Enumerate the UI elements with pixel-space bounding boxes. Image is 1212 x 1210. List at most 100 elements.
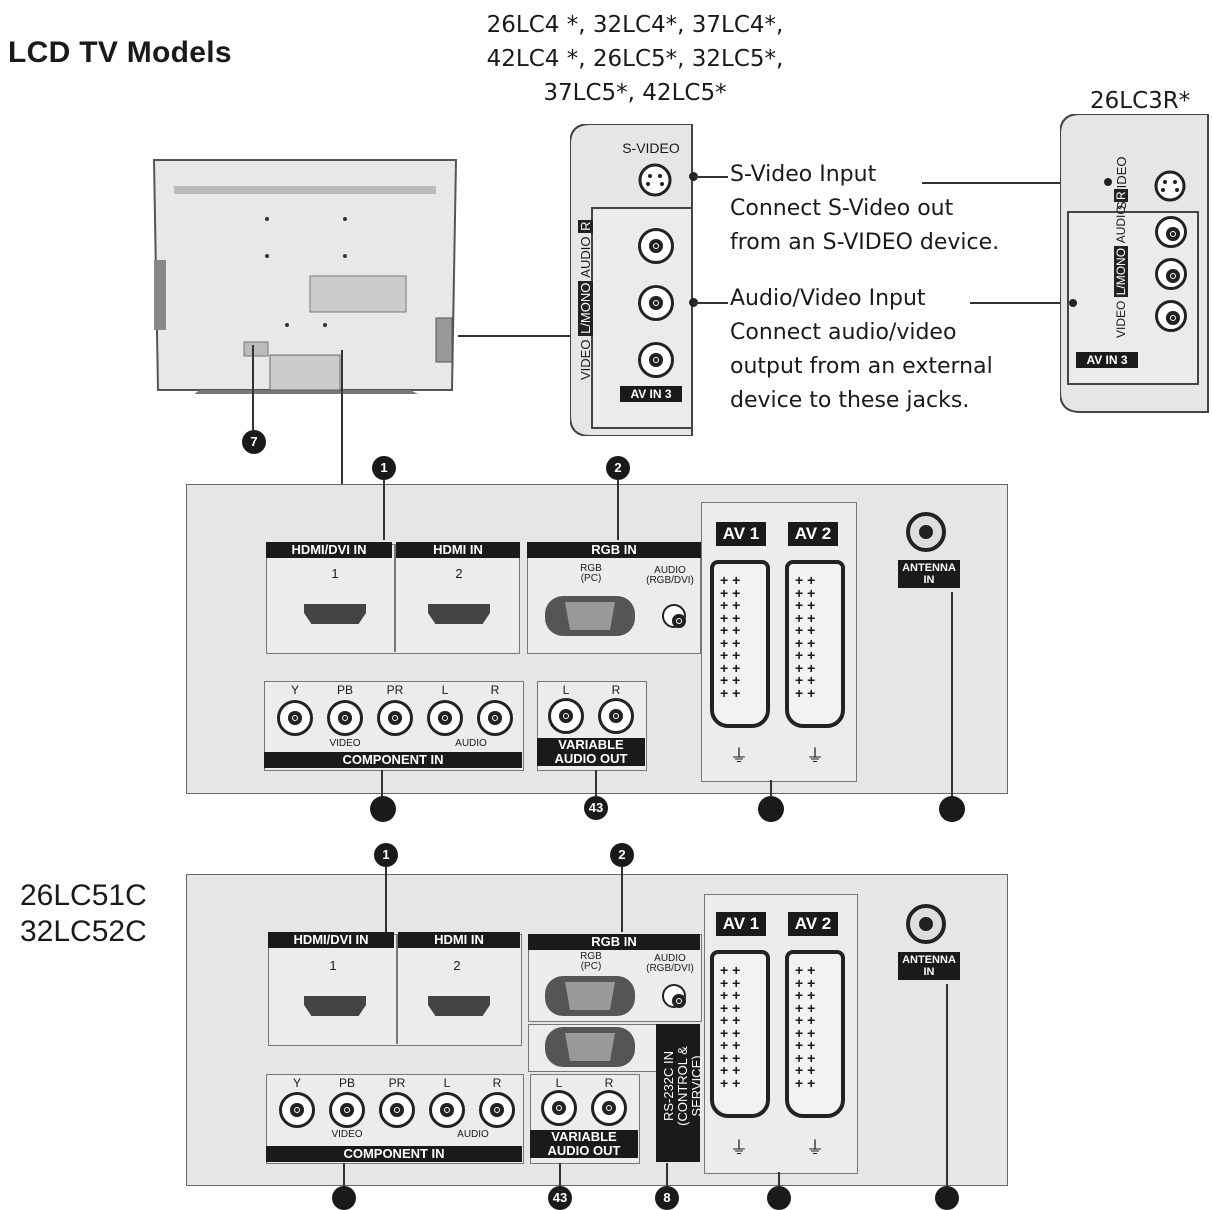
antenna-in-label: ANTENNA IN	[898, 952, 960, 980]
vent-grille	[174, 186, 436, 194]
side-button-panel	[154, 260, 166, 330]
right-video-jack	[1155, 300, 1187, 332]
model-line: 26LC51C	[20, 879, 147, 912]
avin3-label: AV IN 3	[620, 386, 682, 402]
av2-scart-port: + + + + + + + + + + + + + + + + + + + +	[785, 950, 845, 1118]
callout-line	[458, 335, 570, 337]
top-model-list: 26LC4 *, 32LC4*, 37LC4*, 42LC4 *, 26LC5*…	[470, 8, 800, 110]
callout-dot	[758, 796, 784, 822]
var-audio-l-jack	[541, 1090, 577, 1126]
side-av-panel	[435, 317, 453, 363]
svideo-label: S-VIDEO	[622, 140, 680, 156]
video-jack	[638, 342, 674, 378]
svideo-desc: Connect S-Video out	[730, 196, 954, 221]
right-avin3-label: AV IN 3	[1076, 352, 1138, 368]
variable-audio-out-label: VARIABLE AUDIO OUT	[530, 1130, 638, 1158]
model-line: 26LC4 *, 32LC4*, 37LC4*,	[486, 12, 784, 38]
callout-dot	[935, 1186, 959, 1210]
av2-label: AV 2	[788, 522, 838, 546]
hdmi-label: HDMI IN	[396, 542, 520, 558]
component-pr-jack	[379, 1092, 415, 1128]
hdmi-dvi-label: HDMI/DVI IN	[266, 542, 392, 558]
model-line: 32LC52C	[20, 915, 147, 948]
callout-43-badge: 43	[584, 796, 608, 820]
antenna-connector	[906, 904, 946, 944]
rgb-in-label: RGB IN	[527, 542, 701, 558]
callout-dot	[939, 796, 965, 822]
callout-8-badge: 8	[655, 1186, 679, 1210]
callout-dot	[767, 1186, 791, 1210]
callout-dot	[370, 796, 396, 822]
label-plate	[309, 275, 407, 313]
rgb-pc-port	[545, 596, 635, 636]
right-side-panel-illustration	[1060, 114, 1209, 413]
audio-label: AUDIO	[578, 236, 593, 278]
right-vertical-labels: VIDEO L/MONO AUDIO R	[1114, 189, 1128, 338]
model-line: 42LC4 *, 26LC5*, 32LC5*,	[486, 46, 784, 72]
audio-rgb-jack	[662, 604, 686, 628]
audio-r-jack	[638, 228, 674, 264]
av-desc: output from an external	[730, 354, 993, 379]
callout-7-badge: 7	[242, 430, 266, 454]
av1-scart-port: + + + + + + + + + + + + + + + + + + + +	[710, 950, 770, 1118]
av-desc: device to these jacks.	[730, 388, 970, 413]
lmono-label: L/MONO	[578, 280, 593, 336]
component-pb-jack	[329, 1092, 365, 1128]
callout-line	[341, 350, 343, 486]
right-audio-r-jack	[1155, 216, 1187, 248]
audio-l-jack	[638, 285, 674, 321]
bottom-model-list: 26LC51C 32LC52C	[20, 878, 147, 950]
callout-2-badge: 2	[610, 843, 634, 867]
svideo-desc: from an S-VIDEO device.	[730, 230, 1000, 255]
side-vertical-labels: VIDEO L/MONO AUDIO R	[578, 219, 598, 380]
av1-label: AV 1	[716, 522, 766, 546]
right-audio-l-jack	[1155, 258, 1187, 290]
scart-ground-icon: ⏚	[730, 1138, 748, 1158]
svideo-title: S-Video Input	[730, 162, 877, 187]
callout-line	[252, 345, 254, 430]
callout-1-badge: 1	[372, 456, 396, 480]
component-in-label: COMPONENT IN	[264, 752, 522, 768]
hdmi-in-port	[428, 996, 490, 1016]
callout-2-badge: 2	[606, 456, 630, 480]
r-label: R	[578, 219, 593, 233]
component-y-jack	[277, 700, 313, 736]
component-l-jack	[427, 700, 463, 736]
component-l-jack	[429, 1092, 465, 1128]
component-pr-jack	[377, 700, 413, 736]
stand-neck	[269, 354, 341, 391]
variable-audio-out-label: VARIABLE AUDIO OUT	[537, 738, 645, 766]
svideo-jack	[638, 163, 672, 197]
stand-base	[194, 390, 418, 394]
video-label: VIDEO	[578, 339, 593, 380]
model-line: 37LC5*, 42LC5*	[543, 80, 727, 106]
audio-rgb-jack	[662, 984, 686, 1008]
callout-dot	[332, 1186, 356, 1210]
component-r-jack	[479, 1092, 515, 1128]
component-r-jack	[477, 700, 513, 736]
hdmi-dvi-in-port	[304, 604, 366, 624]
var-audio-l-jack	[548, 698, 584, 734]
var-audio-r-jack	[591, 1090, 627, 1126]
notes-block: S-Video Input Connect S-Video out from a…	[730, 158, 999, 418]
tv-back-element	[243, 341, 269, 357]
rs232-port	[545, 1027, 635, 1067]
scart-ground-icon: ⏚	[806, 1138, 824, 1158]
component-y-jack	[279, 1092, 315, 1128]
page-title: LCD TV Models	[8, 36, 232, 69]
av-title: Audio/Video Input	[730, 286, 926, 311]
rgb-pc-port	[545, 976, 635, 1016]
right-model-label: 26LC3R*	[1090, 88, 1191, 114]
av-desc: Connect audio/video	[730, 320, 957, 345]
av1-scart-port: + + + + + + + + + + + + + + + + + + + +	[710, 560, 770, 728]
callout-43-badge: 43	[548, 1186, 572, 1210]
scart-ground-icon: ⏚	[806, 746, 824, 766]
callout-1-badge: 1	[374, 843, 398, 867]
av2-scart-port: + + + + + + + + + + + + + + + + + + + +	[785, 560, 845, 728]
hdmi-dvi-in-port	[304, 996, 366, 1016]
scart-ground-icon: ⏚	[730, 746, 748, 766]
tv-back-illustration	[152, 159, 458, 394]
var-audio-r-jack	[598, 698, 634, 734]
hdmi-group	[268, 934, 522, 1046]
component-pb-jack	[327, 700, 363, 736]
